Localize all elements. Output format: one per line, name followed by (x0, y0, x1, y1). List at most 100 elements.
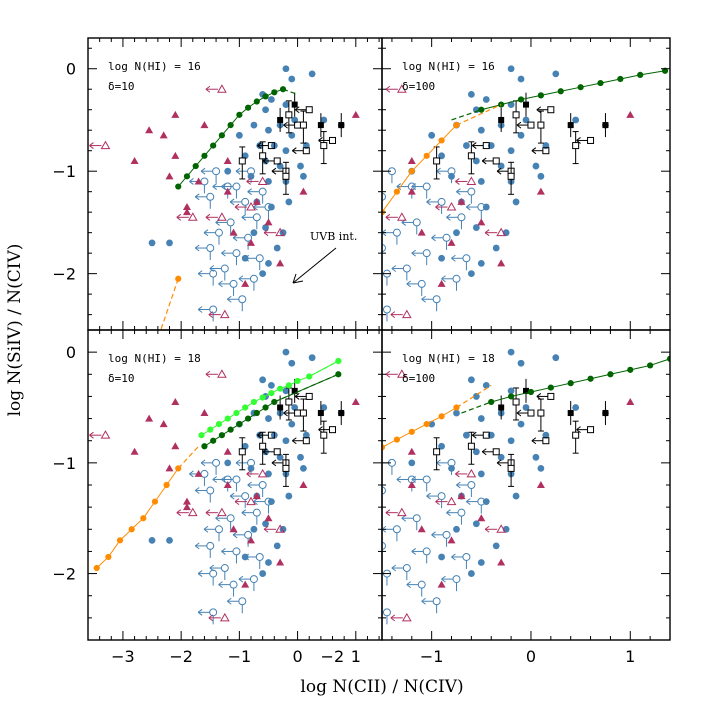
circle-limit-arrow-head (203, 525, 209, 533)
model-dashed-line (451, 109, 482, 121)
filled-triangle (264, 514, 273, 522)
filled-triangle (299, 131, 307, 138)
filled-square (277, 404, 284, 411)
filled-triangle (477, 218, 486, 226)
filled-circle (517, 420, 525, 428)
open-triangle-limit (397, 369, 407, 378)
model-point (201, 443, 208, 450)
open-square (512, 398, 520, 406)
square-limit-head (262, 157, 268, 165)
model-point (210, 437, 217, 444)
filled-circle (259, 570, 267, 577)
model-line (491, 358, 670, 403)
filled-circle (482, 498, 490, 506)
filled-circle (438, 442, 445, 450)
filled-triangle (247, 238, 256, 246)
model-point (285, 382, 292, 389)
plot-area (308, 348, 670, 625)
square-limit-head (481, 448, 487, 456)
model-point (175, 183, 182, 190)
filled-circle (288, 131, 296, 139)
circle-limit-arrow-head (238, 275, 244, 283)
y-tick-label: −1 (52, 454, 76, 473)
open-circle-limit (412, 218, 421, 227)
open-circle-limit (382, 608, 391, 617)
filled-triangle (536, 481, 545, 488)
filled-circle (267, 381, 275, 389)
open-circle-limit (402, 264, 411, 273)
circle-limit-arrow-head (212, 183, 218, 190)
circle-limit-arrow-head (235, 459, 241, 467)
open-circle-limit (229, 279, 238, 288)
model-point (349, 250, 355, 256)
filled-triangle (358, 470, 366, 477)
filled-circle (309, 537, 316, 544)
open-square (507, 172, 515, 180)
model-point (335, 357, 342, 365)
model-point (547, 384, 554, 391)
filled-triangle (318, 152, 326, 159)
filled-triangle (200, 409, 209, 417)
open-square (507, 464, 515, 472)
model-point (517, 96, 525, 103)
open-circle-limit (212, 167, 221, 176)
model-point (488, 398, 495, 406)
filled-triangle (276, 259, 285, 267)
circle-limit-arrow-head (451, 553, 456, 561)
triangle-limit-head (246, 178, 251, 185)
filled-circle (265, 260, 272, 267)
filled-circle (166, 536, 173, 544)
open-square-limit (542, 437, 550, 445)
open-triangle-limit (246, 202, 256, 211)
model-point (279, 86, 287, 93)
filled-circle (467, 270, 475, 278)
circle-limit-arrow-head (197, 570, 203, 577)
model-point (183, 173, 191, 180)
triangle-limit-head (484, 229, 490, 237)
open-triangle-limit (219, 309, 230, 319)
model-point (210, 142, 217, 149)
model-dashed-line (461, 401, 492, 414)
square-limit-head (516, 121, 522, 129)
filled-circle (507, 147, 515, 155)
filled-triangle (626, 110, 635, 118)
model-point (557, 88, 564, 95)
triangle-limit-head (484, 525, 490, 533)
filled-triangle (437, 279, 446, 287)
open-square (572, 142, 580, 150)
triangle-limit-head (234, 498, 240, 506)
square-limit-head (271, 167, 277, 175)
filled-triangle (338, 503, 346, 510)
filled-triangle (308, 172, 316, 179)
panel-label: log N(HI) = 18 (108, 352, 201, 365)
filled-triangle (308, 464, 316, 471)
model-point (151, 498, 159, 505)
triangle-limit-head (205, 213, 211, 221)
open-circle-limit (214, 228, 223, 237)
open-circle-limit (452, 575, 461, 584)
filled-triangle (159, 131, 168, 139)
open-circle-limit (209, 305, 218, 314)
filled-circle (308, 354, 316, 362)
circle-limit-arrow-head (421, 295, 426, 303)
circle-limit-arrow-head (396, 476, 402, 483)
open-triangle-limit (466, 176, 477, 185)
open-circle-limit (432, 295, 441, 304)
open-circle-limit (442, 233, 451, 242)
open-square (572, 431, 580, 439)
filled-circle (282, 101, 290, 108)
filled-circle (512, 492, 520, 500)
open-circle-limit (249, 575, 258, 584)
open-square (320, 431, 328, 439)
model-point (393, 188, 400, 195)
model-point (105, 553, 112, 561)
model-point (438, 413, 445, 420)
filled-triangle (417, 525, 426, 533)
open-circle-limit (220, 264, 229, 273)
circle-limit-arrow-head (197, 306, 203, 313)
open-circle-limit (252, 213, 261, 222)
filled-circle (542, 431, 550, 439)
open-circle-limit (249, 274, 258, 283)
